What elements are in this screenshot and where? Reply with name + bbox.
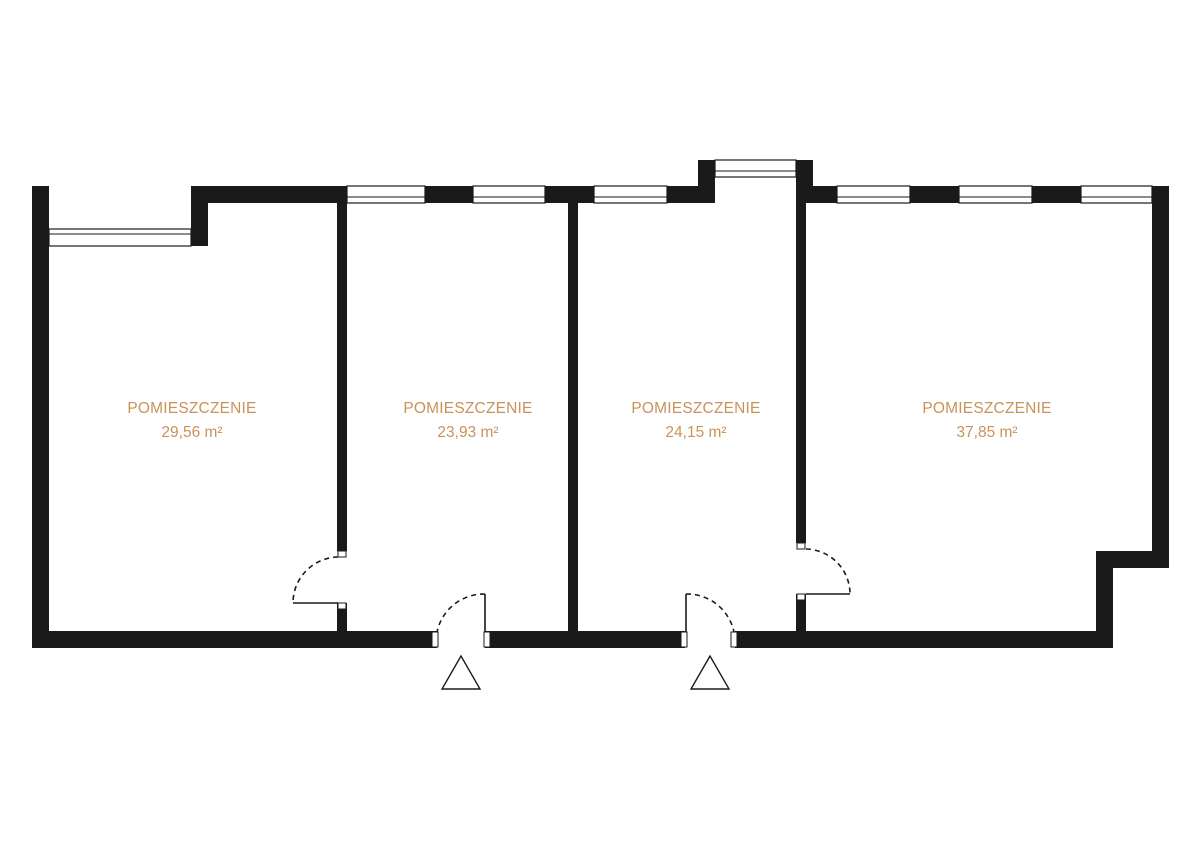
windows xyxy=(48,159,1153,247)
wall-bottom-middle xyxy=(485,631,685,648)
entrance-markers xyxy=(440,654,731,690)
wall-top-1 xyxy=(191,186,347,203)
window-top-4 xyxy=(836,185,911,204)
entrance-arrow-right-icon xyxy=(689,654,731,690)
window-top-2 xyxy=(472,185,546,204)
doors xyxy=(292,542,851,648)
window-bay xyxy=(714,159,797,178)
window-left-room xyxy=(48,228,192,247)
wall-left xyxy=(32,186,49,648)
room-2-name: POMIESZCZENIE xyxy=(403,400,532,417)
interior-walls xyxy=(337,186,806,648)
window-top-5 xyxy=(958,185,1033,204)
wall-top-2 xyxy=(425,186,473,203)
room-3-name: POMIESZCZENIE xyxy=(631,400,760,417)
wall-bottom-right xyxy=(735,631,1113,648)
entrance-arrow-left-icon xyxy=(440,654,482,690)
wall-top-7 xyxy=(1032,186,1081,203)
window-top-6 xyxy=(1080,185,1153,204)
door-entrance-right xyxy=(680,593,738,648)
room-4-name: POMIESZCZENIE xyxy=(922,400,1051,417)
door-entrance-left xyxy=(431,593,491,648)
wall-right-upper xyxy=(1152,186,1169,568)
bay-left-wall xyxy=(698,160,715,203)
partition-3-upper xyxy=(796,186,806,543)
room-4-area: 37,85 m² xyxy=(956,424,1017,441)
wall-bottom-left xyxy=(32,631,437,648)
wall-top-6 xyxy=(910,186,959,203)
wall-right-step xyxy=(1096,551,1169,568)
window-top-1 xyxy=(346,185,426,204)
room-2-area: 23,93 m² xyxy=(437,424,498,441)
wall-top-5 xyxy=(796,186,837,203)
partition-1-lower xyxy=(337,603,347,648)
partition-1-upper xyxy=(337,186,347,551)
room-1-name: POMIESZCZENIE xyxy=(127,400,256,417)
door-room3-room4 xyxy=(796,542,851,601)
room-labels: POMIESZCZENIE 29,56 m² POMIESZCZENIE 23,… xyxy=(127,400,1051,441)
partition-2 xyxy=(568,186,578,648)
room-3-area: 24,15 m² xyxy=(665,424,726,441)
partition-3-lower xyxy=(796,594,806,648)
wall-right-lower xyxy=(1096,551,1113,648)
room-1-area: 29,56 m² xyxy=(161,424,222,441)
door-room1-room2 xyxy=(292,550,347,610)
window-top-3 xyxy=(593,185,668,204)
